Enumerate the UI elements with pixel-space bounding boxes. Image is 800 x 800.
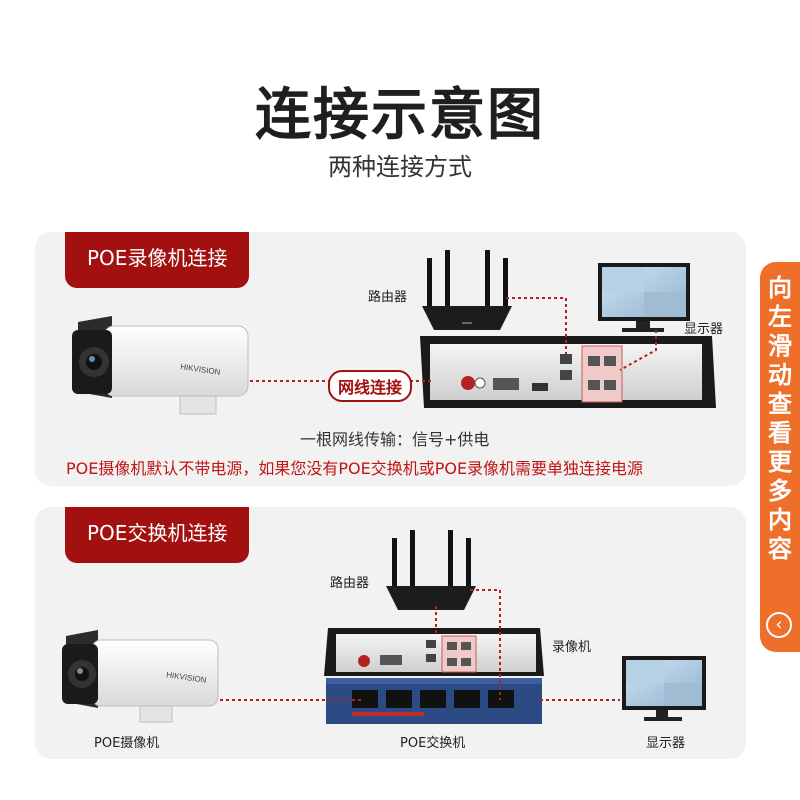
swipe-hint-text: 向左滑动查看更多内容 xyxy=(768,274,792,563)
nvr-label: 录像机 xyxy=(552,640,592,655)
nvr-device-icon xyxy=(324,628,544,676)
transmission-note: 一根网线传输：信号+供电 xyxy=(300,430,490,449)
nvr-device-icon xyxy=(420,336,716,408)
power-warning: POE摄像机默认不带电源，如果您没有POE交换机或POE录像机需要单独连接电源 xyxy=(66,459,644,478)
monitor-icon xyxy=(622,656,706,721)
poe-camera-icon xyxy=(62,630,219,723)
poe-switch-icon xyxy=(326,678,542,724)
poe-switch-label: POE交换机 xyxy=(400,736,466,751)
swipe-hint-tab[interactable]: 向左滑动查看更多内容 ‹ xyxy=(760,262,800,652)
router-icon xyxy=(386,530,476,610)
section-tag-poe-switch: POE交换机连接 xyxy=(65,507,250,563)
poe-camera-icon xyxy=(72,316,249,415)
page-title: 连接示意图 xyxy=(255,83,545,148)
monitor-label: 显示器 xyxy=(684,322,724,337)
cable-connection-label: 网线连接 xyxy=(328,370,413,402)
router-label: 路由器 xyxy=(368,290,408,305)
chevron-left-circle-icon[interactable]: ‹ xyxy=(766,612,792,638)
poe-camera-label: POE摄像机 xyxy=(94,736,160,751)
monitor-icon xyxy=(598,263,690,332)
monitor-label: 显示器 xyxy=(646,736,686,751)
page-subtitle: 两种连接方式 xyxy=(328,153,472,181)
router-label: 路由器 xyxy=(330,576,370,591)
router-icon xyxy=(422,250,512,330)
section-tag-poe-nvr: POE录像机连接 xyxy=(65,232,250,288)
